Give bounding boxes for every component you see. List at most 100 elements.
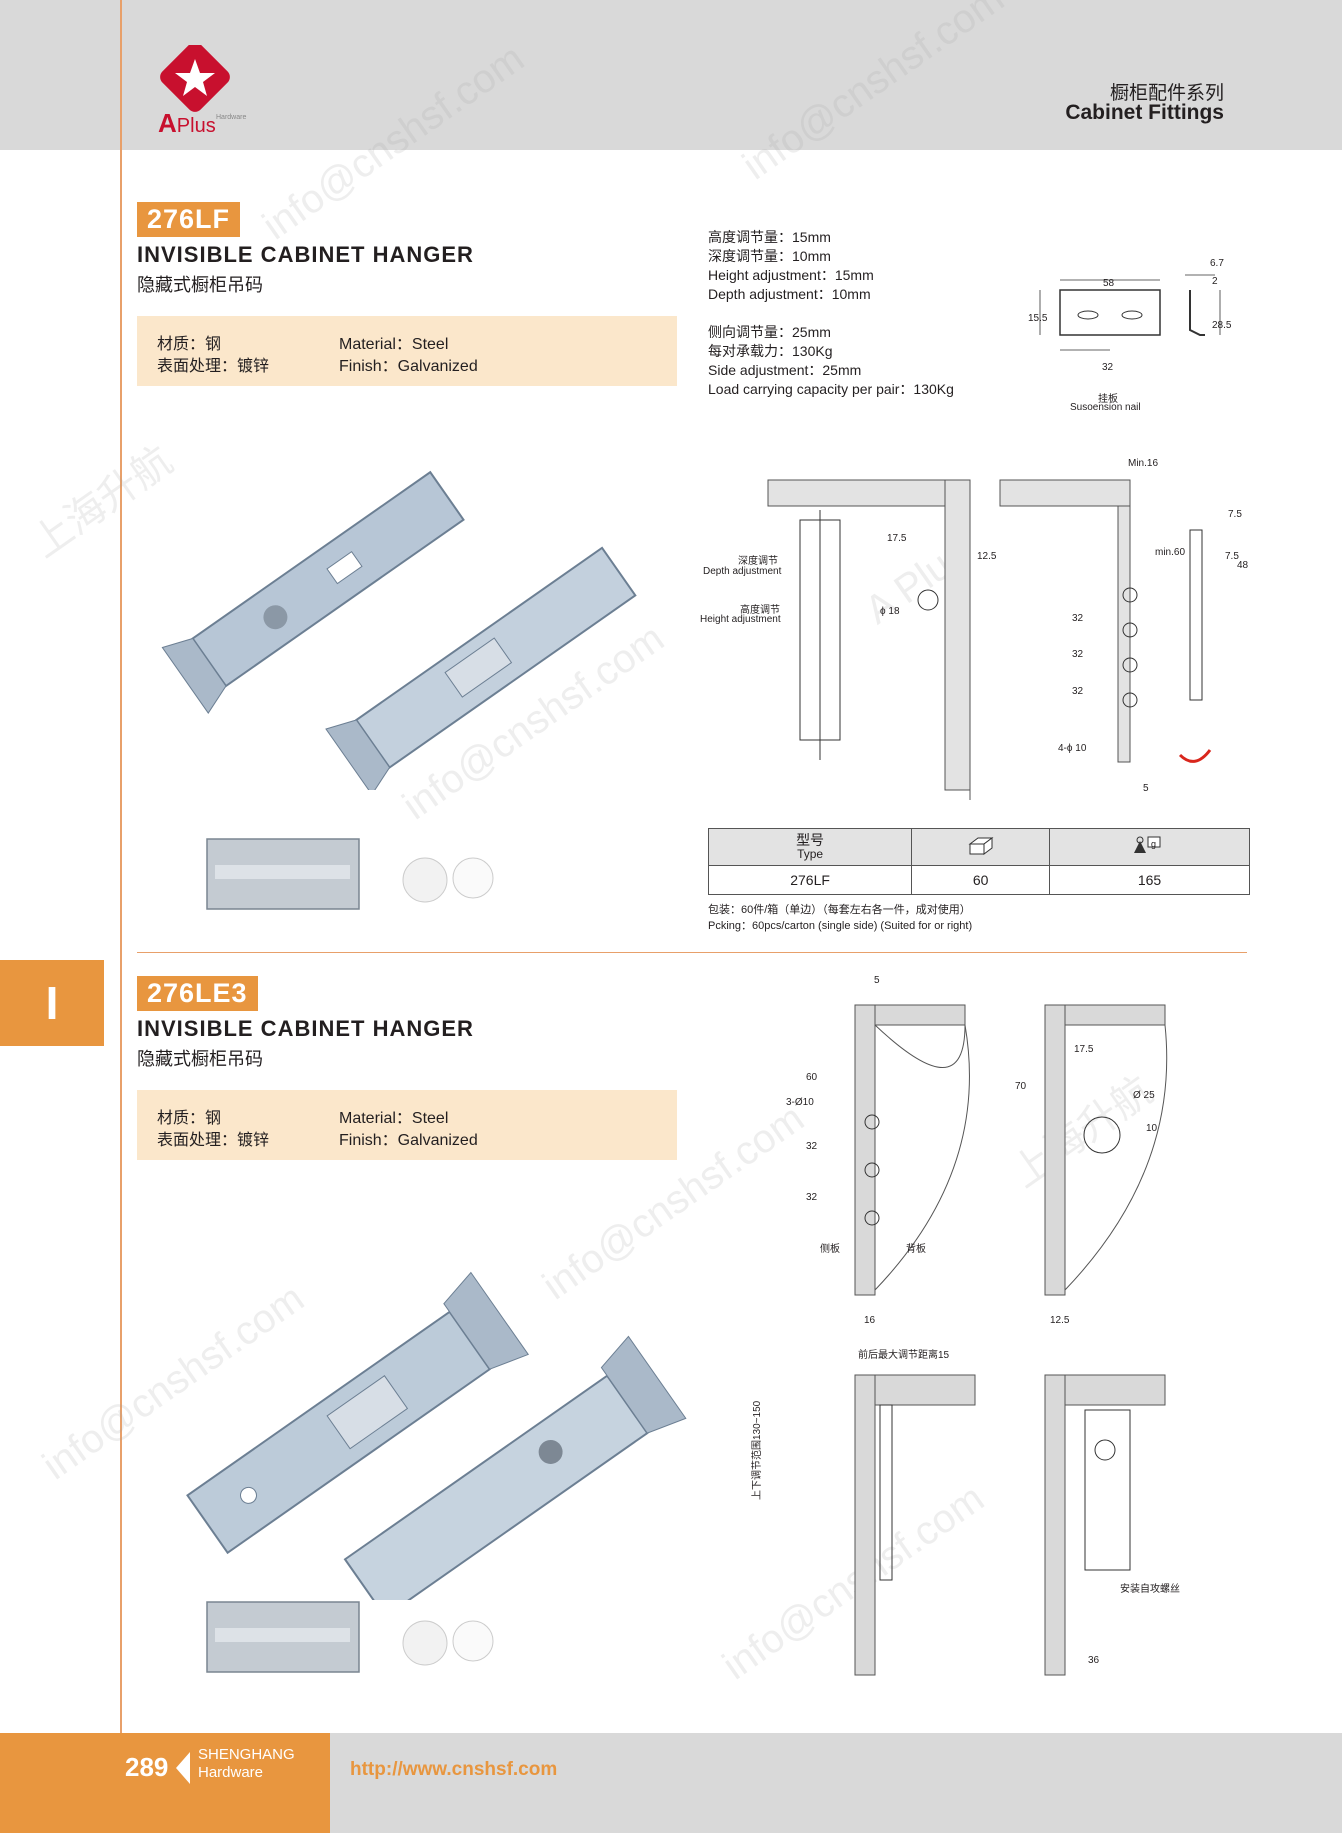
- margin-line: [120, 0, 122, 1833]
- finish-zh: 表面处理：镀锌: [157, 1132, 270, 1149]
- drawing-label: 侧板: [820, 1244, 840, 1255]
- drawing-label: 17.5: [1074, 1044, 1094, 1055]
- product-photo-276lf: [161, 470, 637, 790]
- spec-line: Side adjustment：25mm: [708, 362, 862, 378]
- spec-line: 每对承载力：130Kg: [708, 343, 833, 359]
- drawing-label: 48: [1237, 560, 1249, 571]
- model-badge: 276LE3: [137, 976, 258, 1011]
- section-tab: I: [0, 960, 104, 1046]
- packing-en: Pcking：60pcs/carton (single side) (Suite…: [708, 920, 973, 932]
- weight-icon: g: [1049, 828, 1250, 866]
- nail-and-caps-photo: [206, 838, 494, 910]
- series-title-zh: 橱柜配件系列: [1109, 83, 1224, 104]
- drawing-label: 5: [874, 975, 880, 986]
- material-zh: 材质：钢: [157, 1110, 222, 1127]
- drawing-label: 12.5: [1050, 1315, 1070, 1326]
- aplus-logo: [160, 45, 230, 112]
- spec-line: 侧向调节量：25mm: [708, 324, 831, 340]
- dim-label: 58: [1103, 278, 1115, 289]
- drawing-label: 32: [1072, 649, 1084, 660]
- drawing-label: 16: [864, 1315, 876, 1326]
- page-number: 289: [125, 1752, 169, 1782]
- drawing-label: ϕ 18: [880, 606, 900, 617]
- spec-line: Load carrying capacity per pair：130Kg: [708, 381, 954, 397]
- material-box: 材质：钢 表面处理：镀锌 Material：Steel Finish：Galva…: [137, 1090, 677, 1160]
- table-cell: 165: [1049, 865, 1250, 895]
- drawing-label: min.60: [1155, 547, 1186, 558]
- spec-line: Height adjustment：15mm: [708, 267, 874, 283]
- packing-info: 包装：60件/箱（单边）（每套左右各一件，成对使用） Pcking：60pcs/…: [708, 902, 972, 934]
- drawing-label: 上下调节范围130~150: [752, 1400, 763, 1500]
- footer-accent: [0, 1733, 330, 1833]
- drawing-label: 安装自攻螺丝: [1120, 1584, 1180, 1595]
- drawing-label: Ø 25: [1133, 1090, 1155, 1101]
- drawing-label: 12.5: [977, 551, 997, 562]
- nail-label-zh: 挂板: [1098, 394, 1118, 405]
- drawing-label: 60: [806, 1072, 818, 1083]
- brand-sub: Hardware: [198, 1764, 264, 1781]
- finish-en: Finish：Galvanized: [339, 358, 478, 375]
- spec-line: 高度调节量：15mm: [708, 229, 831, 245]
- product-title: INVISIBLE CABINET HANGER: [137, 1016, 474, 1041]
- drawing-label: 背板: [906, 1244, 926, 1255]
- packing-zh: 包装：60件/箱（单边）（每套左右各一件，成对使用）: [708, 904, 971, 916]
- table-cell: 276LF: [707, 865, 913, 895]
- drawing-label: Height adjustment: [700, 614, 781, 625]
- drawing-label: 32: [806, 1141, 818, 1152]
- material-en: Material：Steel: [339, 1110, 449, 1127]
- website-link[interactable]: http://www.cnshsf.com: [350, 1759, 558, 1780]
- drawing-label: 5: [1143, 783, 1149, 794]
- drawing-label: 深度调节: [738, 556, 778, 567]
- finish-en: Finish：Galvanized: [339, 1132, 478, 1149]
- product-title-zh: 隐藏式橱柜吊码: [137, 1049, 263, 1069]
- material-zh: 材质：钢: [157, 336, 222, 353]
- nail-label-en: Susoension nail: [1070, 402, 1141, 413]
- drawing-label: 36: [1088, 1655, 1100, 1666]
- logo-text: APlus: [158, 108, 216, 138]
- dim-label: 32: [1102, 362, 1114, 373]
- product-title: INVISIBLE CABINET HANGER: [137, 242, 474, 267]
- material-en: Material：Steel: [339, 336, 449, 353]
- drawing-label: Depth adjustment: [703, 566, 782, 577]
- spec-line: Depth adjustment：10mm: [708, 286, 871, 302]
- chevron-left-icon: [176, 1752, 190, 1784]
- nail-and-caps-photo: [206, 1601, 494, 1673]
- dim-label: 2: [1212, 276, 1218, 287]
- carton-icon: [911, 828, 1051, 866]
- drawing-label: 32: [1072, 613, 1084, 624]
- table-row: 276LF 60 165: [707, 865, 1250, 895]
- series-title-en: Cabinet Fittings: [1065, 101, 1224, 124]
- installation-drawing-276lf: [767, 479, 1212, 800]
- drawing-label: 32: [806, 1192, 818, 1203]
- drawing-label: 7.5: [1225, 551, 1239, 562]
- spec-list: 高度调节量：15mm 深度调节量：10mm Height adjustment：…: [708, 228, 954, 399]
- drawing-label: 4-ϕ 10: [1058, 743, 1087, 754]
- drawing-label: 7.5: [1228, 509, 1242, 520]
- drawing-label: 高度调节: [740, 605, 780, 616]
- product-photo-276le3: [186, 1271, 687, 1600]
- drawing-label: 10: [1146, 1123, 1158, 1134]
- drawing-label: 32: [1072, 686, 1084, 697]
- drawing-label: 17.5: [887, 533, 907, 544]
- drawing-label: 前后最大调节距离15: [858, 1350, 950, 1361]
- spec-line: 深度调节量：10mm: [708, 248, 831, 264]
- drawing-label: 3-Ø10: [786, 1097, 814, 1108]
- section-divider: [137, 952, 1247, 953]
- product-title-zh: 隐藏式橱柜吊码: [137, 275, 263, 295]
- dim-label: 15.5: [1028, 313, 1048, 324]
- installation-drawing-276le3: [854, 1004, 1168, 1676]
- table-cell: 60: [911, 865, 1051, 895]
- suspension-nail-drawing: [1039, 274, 1221, 351]
- drawing-label: 70: [1015, 1081, 1027, 1092]
- brand-name: SHENGHANG: [198, 1746, 295, 1763]
- drawing-label: Min.16: [1128, 458, 1159, 469]
- material-box: 材质：钢 表面处理：镀锌 Material：Steel Finish：Galva…: [137, 316, 677, 386]
- logo-tiny: Hardware: [216, 114, 247, 121]
- finish-zh: 表面处理：镀锌: [157, 358, 270, 375]
- dim-label: 6.7: [1210, 258, 1224, 269]
- dim-label: 28.5: [1212, 320, 1232, 331]
- model-badge: 276LF: [137, 202, 241, 237]
